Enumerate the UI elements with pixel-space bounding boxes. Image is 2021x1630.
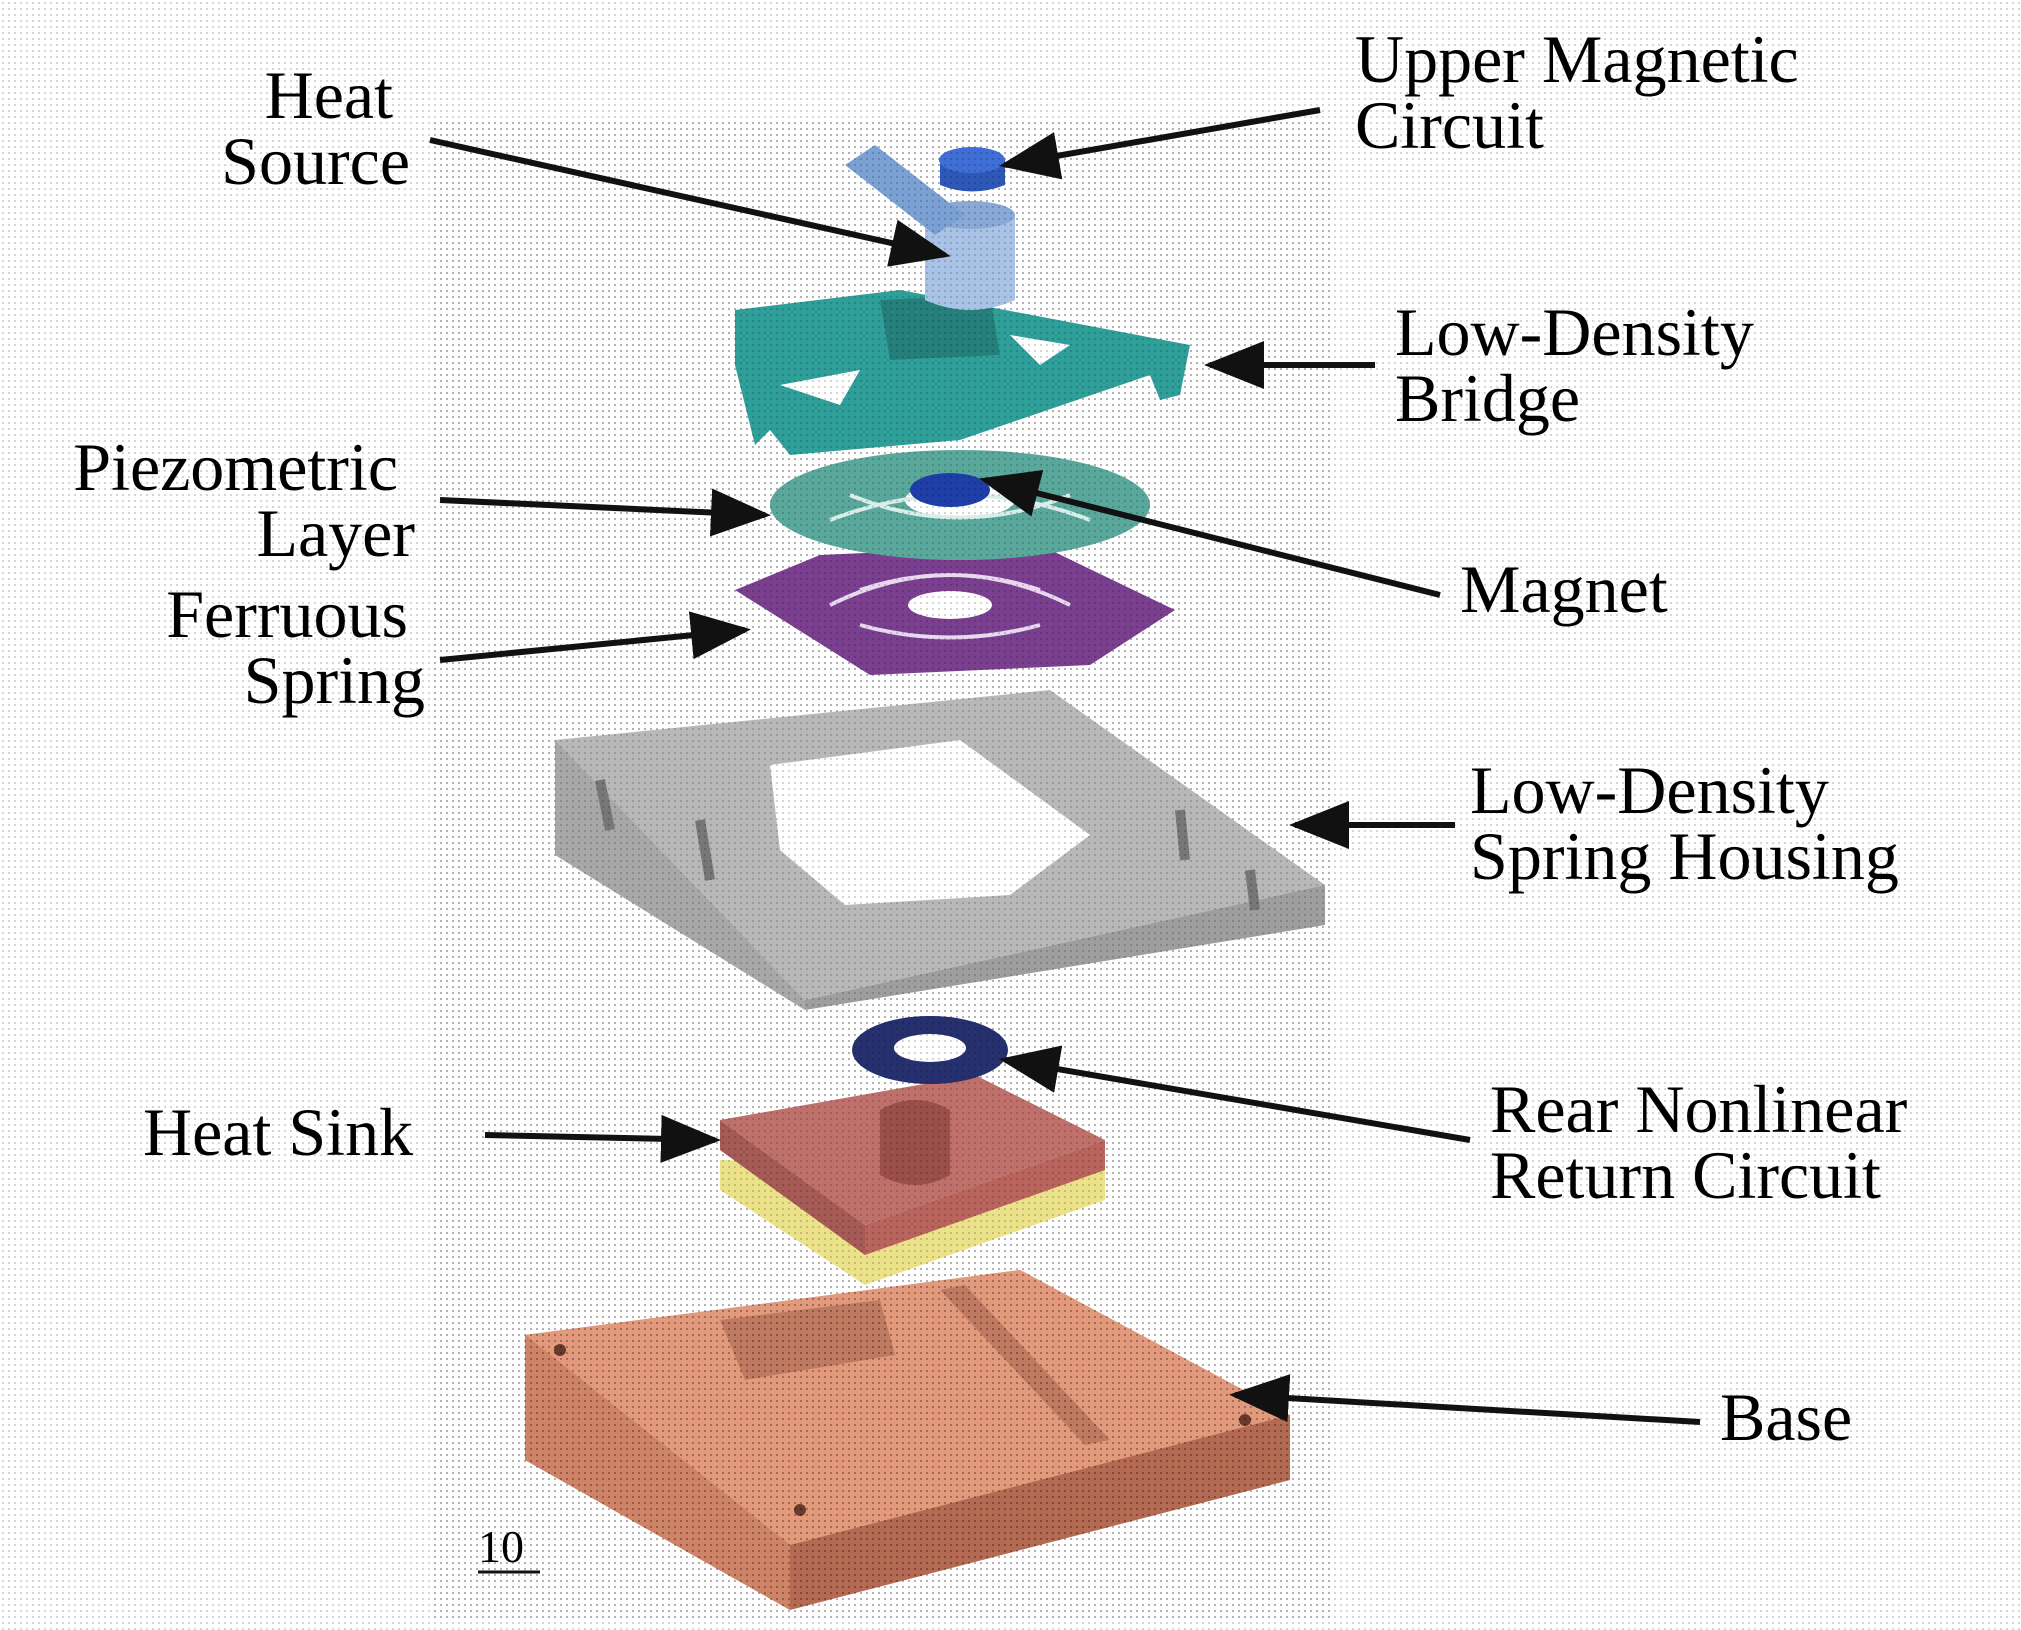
label-heat-sink: Heat Sink xyxy=(143,1094,413,1170)
reference-numeral-text: 10 xyxy=(478,1521,524,1572)
leader-piezometric-layer xyxy=(439,488,771,537)
label-upper-magnetic-circuit: Upper Magnetic Circuit xyxy=(1355,21,1816,163)
leader-rear-circuit xyxy=(999,1045,1471,1143)
leader-heat-source xyxy=(429,137,951,267)
halftone-overlay xyxy=(430,120,1330,1620)
leader-magnet xyxy=(979,469,1441,598)
label-rear-nonlinear-return-circuit: Rear Nonlinear Return Circuit xyxy=(1490,1071,1924,1213)
label-piezometric-layer: Piezometric Layer xyxy=(73,429,415,571)
label-magnet: Magnet xyxy=(1460,551,1668,627)
label-low-density-bridge: Low-Density Bridge xyxy=(1395,294,1771,436)
leader-lines xyxy=(429,107,1701,1425)
label-heat-source: Heat Source xyxy=(221,57,410,199)
leader-upper-magnetic-circuit xyxy=(999,107,1321,180)
part-labels: Heat Source Upper Magnetic Circuit Low-D… xyxy=(73,21,1924,1455)
label-low-density-spring-housing: Low-Density Spring Housing xyxy=(1470,752,1899,894)
reference-numeral: 10 xyxy=(478,1521,540,1574)
leader-heat-sink xyxy=(484,1114,721,1163)
leader-base xyxy=(1229,1374,1701,1425)
label-ferruous-spring: Ferruous Spring xyxy=(166,576,425,718)
leader-ferruous-spring xyxy=(439,611,751,663)
label-base: Base xyxy=(1720,1379,1852,1455)
